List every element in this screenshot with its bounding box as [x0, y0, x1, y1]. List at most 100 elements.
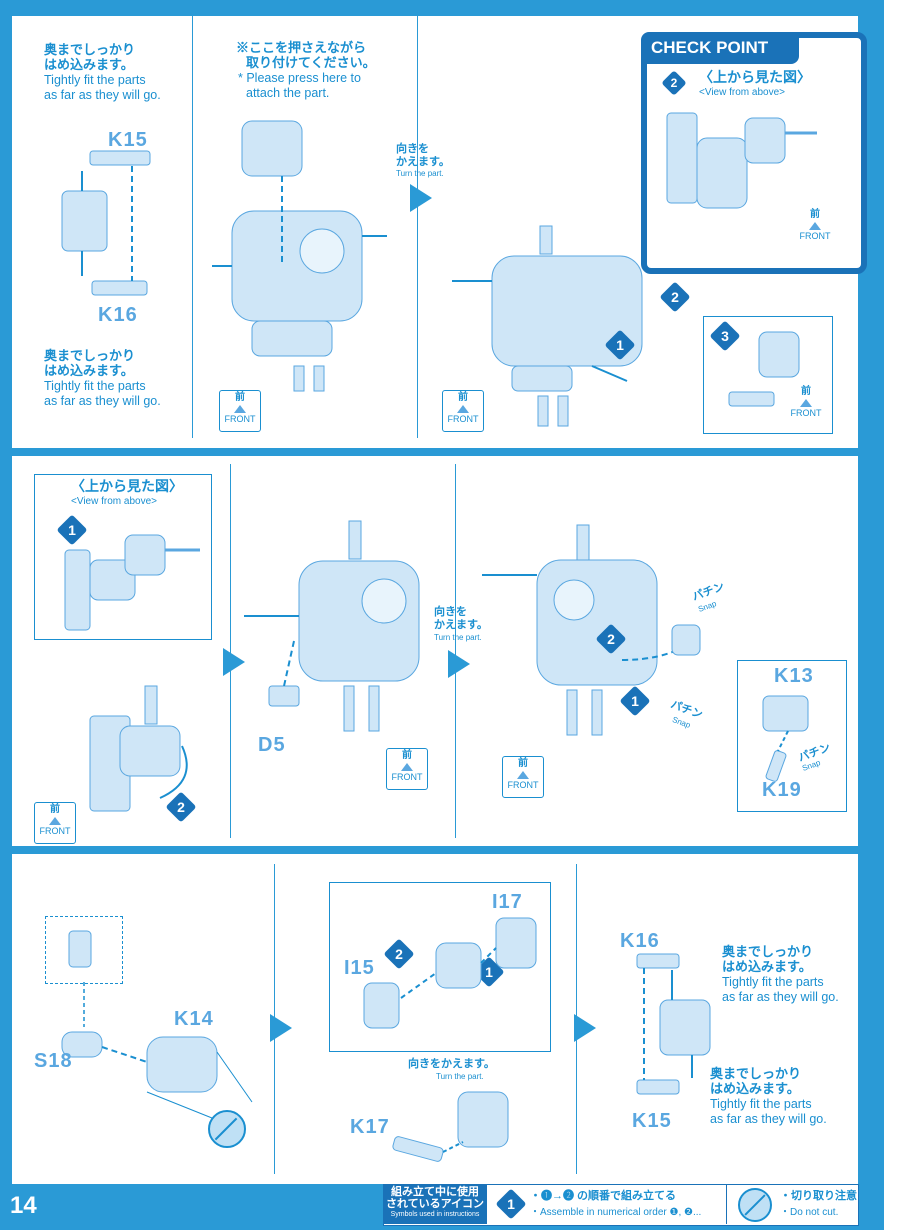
arrow-right-icon	[574, 1014, 596, 1042]
nocut-en: ・Do not cut.	[780, 1207, 839, 1218]
part-label-i17: I17	[492, 891, 523, 913]
part-drawing-k15-k16	[61, 150, 151, 296]
check-point-view-jp: 〈上から見た図〉	[699, 69, 811, 85]
part-label-k16: K16	[98, 304, 138, 326]
front-en: FRONT	[224, 414, 256, 424]
part-label-k13: K13	[774, 665, 814, 687]
tight-fit-jp-1: 奥までしっかり	[44, 42, 136, 57]
press-here-en-1: * Please press here to	[238, 71, 361, 85]
tight-fit-en-1: Tightly fit the parts	[44, 73, 146, 87]
front-badge: 前 FRONT	[502, 756, 544, 798]
part-label-k14: K14	[174, 1008, 214, 1030]
tight-fit-jp-2c: はめ込みます。	[722, 959, 812, 974]
step-3-inset: 3 前 FRONT	[703, 316, 833, 434]
front-en: FRONT	[799, 231, 831, 241]
front-badge: 前 FRONT	[34, 802, 76, 844]
part-drawing-k17	[392, 1091, 509, 1162]
check-point-title: CHECK POINT	[641, 32, 799, 64]
row-separator	[12, 846, 858, 854]
front-jp: 前	[235, 392, 245, 403]
check-point-box: CHECK POINT 〈上から見た図〉 <View from above> 2…	[641, 32, 867, 274]
check-point-view-en: <View from above>	[699, 87, 785, 98]
turn-part-jp-2: かえます。	[434, 619, 488, 631]
front-arrow-icon	[517, 771, 529, 779]
part-drawing-detail	[68, 930, 92, 968]
order-en: ・Assemble in numerical order ❶, ❷...	[530, 1207, 702, 1218]
part-label-d5: D5	[258, 734, 286, 756]
front-badge: 前 FRONT	[442, 390, 484, 432]
front-arrow-icon	[809, 222, 821, 230]
row-separator	[12, 448, 858, 456]
part-drawing-k13-k19	[762, 695, 809, 782]
front-en: FRONT	[447, 414, 479, 424]
turn-part-en: Turn the part.	[436, 1072, 484, 1081]
press-here-jp-2: 取り付けてください。	[246, 55, 376, 70]
front-jp: 前	[801, 386, 811, 397]
front-arrow-icon	[49, 817, 61, 825]
part-label-k15: K15	[632, 1110, 672, 1132]
part-drawing-step-3	[728, 331, 800, 407]
tight-fit-jp-2: はめ込みます。	[44, 57, 134, 72]
step-number: 1	[631, 693, 639, 709]
front-badge: 前 FRONT	[795, 208, 835, 248]
part-label-i15: I15	[344, 957, 375, 979]
tight-fit-jp-1b: 奥までしっかり	[44, 348, 136, 363]
part-label-k15: K15	[108, 129, 148, 151]
front-badge: 前 FRONT	[219, 390, 261, 432]
turn-part-en: Turn the part.	[434, 633, 482, 642]
divider	[417, 16, 418, 438]
front-arrow-icon	[800, 399, 812, 407]
part-drawing-side-detail	[89, 685, 188, 812]
front-arrow-icon	[401, 763, 413, 771]
arrow-right-icon	[410, 184, 432, 212]
front-jp: 前	[810, 209, 820, 220]
front-jp: 前	[50, 804, 60, 815]
front-en: FRONT	[507, 780, 539, 790]
symbols-en: Symbols used in instructions	[390, 1211, 480, 1218]
part-label-k17: K17	[350, 1116, 390, 1138]
step-number: 2	[670, 76, 678, 90]
part-drawing-i15-i17	[363, 917, 537, 1029]
part-drawing-body-d5	[244, 520, 420, 732]
step-number: 1	[616, 337, 624, 353]
part-drawing-body-turned	[452, 225, 643, 427]
tight-fit-en-2b: as far as they will go.	[44, 394, 161, 408]
step-number: 2	[177, 799, 185, 815]
row-3: S18 K14 I17 I15 2 1 向きをかえます。 Turn the pa…	[12, 854, 858, 1184]
arrow-right-icon	[223, 648, 245, 676]
page-number: 14	[10, 1192, 37, 1219]
tight-fit-en-1d: Tightly fit the parts	[710, 1097, 812, 1111]
order-jp: ・❶→❷ の順番で組み立てる	[530, 1190, 677, 1202]
front-arrow-icon	[457, 405, 469, 413]
turn-part-jp-1: 向きを	[434, 606, 467, 618]
press-here-jp-1: ※ここを押さえながら	[236, 40, 367, 55]
step-1-marker: 1	[604, 329, 636, 361]
part-drawing-s18-k14	[61, 982, 253, 1123]
view-above-inset: 〈上から見た図〉 <View from above> 1	[34, 474, 212, 640]
do-not-cut-icon	[208, 1110, 246, 1148]
front-jp: 前	[402, 750, 412, 761]
press-here-en-2: attach the part.	[246, 86, 330, 100]
turn-part-en: Turn the part.	[396, 169, 444, 178]
instruction-page: 奥までしっかり はめ込みます。 Tightly fit the parts as…	[12, 16, 867, 1184]
detail-dashed-box	[45, 916, 123, 984]
step-number: 2	[671, 289, 679, 305]
view-above-en: <View from above>	[71, 496, 157, 507]
part-drawing-top-view-2	[64, 534, 200, 631]
symbols-jp-1: 組み立て中に使用	[391, 1186, 479, 1198]
front-badge: 前 FRONT	[386, 748, 428, 790]
front-arrow-icon	[234, 405, 246, 413]
step-2-marker: 2	[595, 623, 627, 655]
tight-fit-jp-2d: はめ込みます。	[710, 1081, 800, 1096]
part-drawing-top-view	[666, 112, 817, 209]
do-not-cut-icon	[738, 1188, 772, 1222]
front-jp: 前	[518, 758, 528, 769]
tight-fit-en-2c: as far as they will go.	[722, 990, 839, 1004]
part-drawing-body-snap	[482, 524, 701, 736]
step-2-marker: 2	[165, 791, 197, 823]
i15-i17-inset: I17 I15 2 1	[329, 882, 551, 1052]
tight-fit-en-2: as far as they will go.	[44, 88, 161, 102]
next-page-edge	[878, 0, 911, 1230]
row-1: 奥までしっかり はめ込みます。 Tightly fit the parts as…	[12, 16, 867, 448]
divider	[726, 1184, 727, 1224]
